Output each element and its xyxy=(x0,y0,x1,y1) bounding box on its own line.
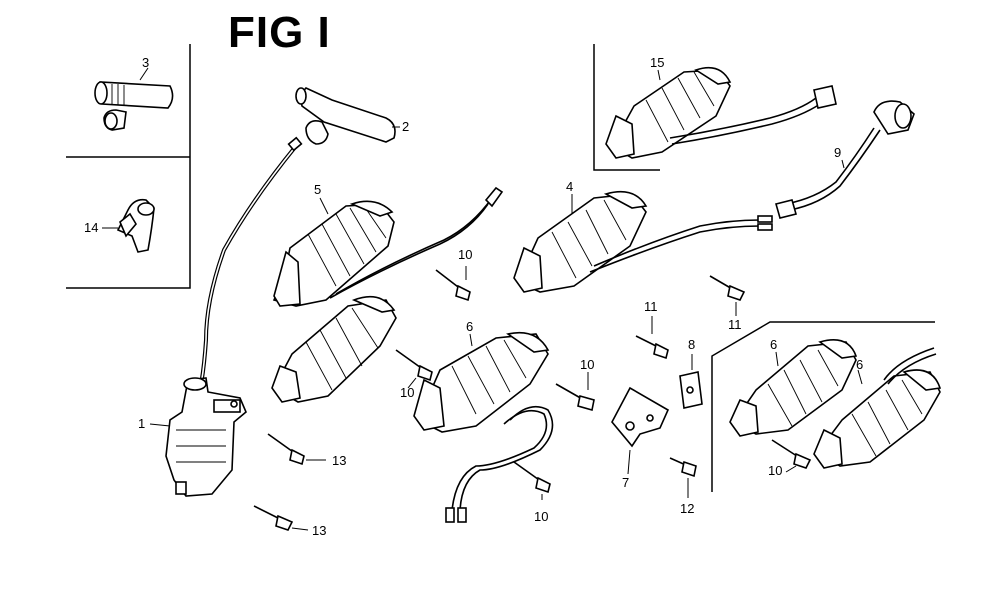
callout-11-b: 11 xyxy=(644,299,658,314)
callout-10-c: 10 xyxy=(580,357,595,372)
callout-1: 1 xyxy=(138,416,146,431)
part-2-plug-cap xyxy=(295,87,400,145)
callout-13-a: 13 xyxy=(332,453,347,468)
inset-frame-left xyxy=(66,44,191,289)
callout-13-b: 13 xyxy=(312,523,327,538)
callout-5: 5 xyxy=(314,182,322,197)
part-8-grommet xyxy=(679,354,703,409)
figure-title: FIG I xyxy=(228,8,331,57)
callout-15: 15 xyxy=(650,55,665,70)
part-7-bracket xyxy=(611,386,670,475)
part-4-coil xyxy=(513,190,773,293)
part-9-harness xyxy=(775,100,915,219)
callout-8: 8 xyxy=(688,337,696,352)
callout-2: 2 xyxy=(402,119,410,134)
inset-frame-top-right-a xyxy=(593,44,660,171)
callout-6-a: 6 xyxy=(466,319,474,334)
callout-12: 12 xyxy=(680,501,695,516)
part-6-coil-left-lower xyxy=(271,295,397,403)
callout-14: 14 xyxy=(84,220,99,235)
part-3-plug-cap xyxy=(94,67,174,131)
part-5-coil xyxy=(272,186,504,307)
callout-11-a: 11 xyxy=(728,317,742,332)
callout-6-c: 6 xyxy=(856,357,864,372)
part-15-coil xyxy=(605,66,837,159)
bolts xyxy=(253,266,812,531)
part-6-coil-middle xyxy=(413,331,554,523)
callout-10-a: 10 xyxy=(458,247,473,262)
callout-10-b: 10 xyxy=(400,385,415,400)
callout-4: 4 xyxy=(566,179,574,194)
inset-frames xyxy=(66,44,935,492)
part-6-coil-right-a xyxy=(729,339,858,437)
callout-9: 9 xyxy=(834,145,842,160)
inset-frame-bottom-right xyxy=(711,321,935,492)
callout-10-e: 10 xyxy=(768,463,783,478)
callout-7: 7 xyxy=(622,475,630,490)
part-1-ignition-coil xyxy=(149,136,303,497)
callout-3: 3 xyxy=(142,55,150,70)
callout-10-d: 10 xyxy=(534,509,549,524)
part-6-coil-right-b xyxy=(813,347,942,469)
part-14-cap xyxy=(102,198,155,253)
callout-6-b: 6 xyxy=(770,337,778,352)
